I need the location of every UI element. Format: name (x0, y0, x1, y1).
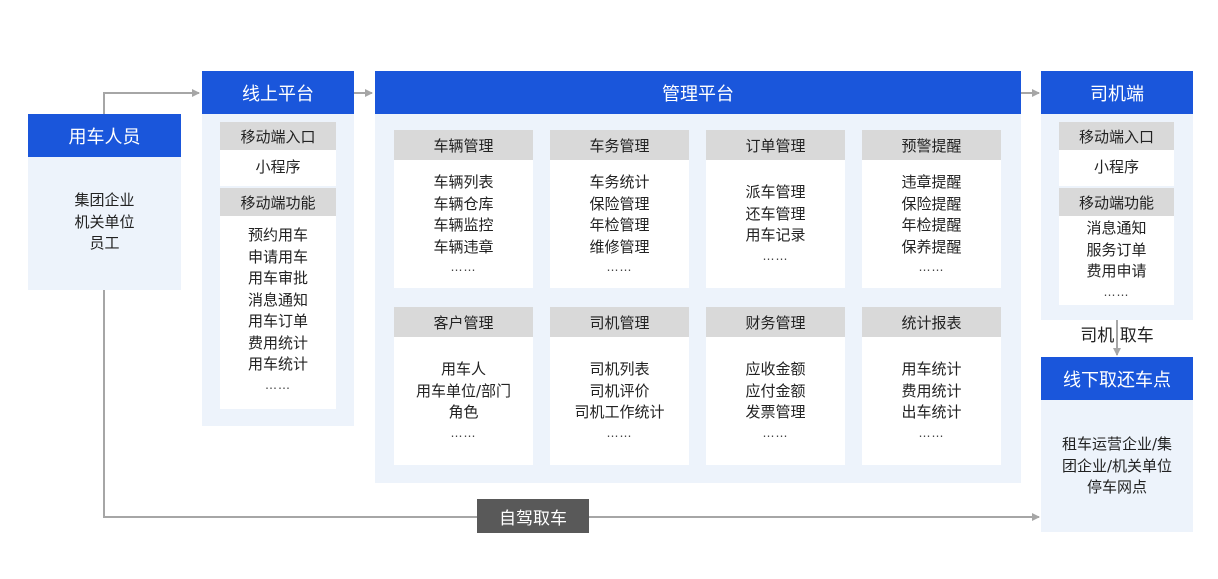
module-item[interactable]: 车务统计 (589, 173, 650, 191)
module-item[interactable]: 出车统计 (901, 403, 962, 421)
user-line: 员工 (89, 234, 120, 252)
module-card: 车务管理 车务统计 保险管理 年检管理 维修管理 …… (550, 130, 689, 288)
module-items: 用车统计 费用统计 出车统计 …… (862, 337, 1001, 442)
online-title: 线上平台 (202, 71, 354, 114)
module-item[interactable]: 年检管理 (589, 216, 650, 234)
pickup-label: 司机 取车 (1080, 326, 1154, 346)
module-items: 车务统计 保险管理 年检管理 维修管理 …… (550, 160, 689, 276)
module-items: 用车人 用车单位/部门 角色 …… (394, 337, 533, 442)
module-card: 司机管理 司机列表 司机评价 司机工作统计 …… (550, 307, 689, 465)
module-title: 预警提醒 (862, 130, 1001, 160)
arrow-user-to-online (103, 89, 200, 114)
module-title: 财务管理 (706, 307, 845, 337)
module-item[interactable]: 应付金额 (745, 381, 806, 400)
driver-func-header: 移动端功能 (1059, 188, 1174, 216)
module-card: 统计报表 用车统计 费用统计 出车统计 …… (862, 307, 1001, 465)
module-item[interactable]: 派车管理 (745, 183, 806, 201)
online-func-card: 预约用车 申请用车 用车审批 消息通知 用车订单 费用统计 用车统计 …… (220, 216, 336, 409)
module-more: …… (450, 425, 477, 440)
module-more: …… (762, 425, 789, 440)
online-func-item[interactable]: 申请用车 (247, 247, 308, 266)
driver-entry-header: 移动端入口 (1059, 122, 1174, 150)
offline-desc: 租车运营企业/集 团企业/机关单位 停车网点 (1041, 434, 1193, 499)
module-item[interactable]: 发票管理 (745, 403, 806, 421)
module-card: 车辆管理 车辆列表 车辆仓库 车辆监控 车辆违章 …… (394, 130, 533, 288)
driver-func-item[interactable]: 消息通知 (1086, 219, 1147, 237)
mgmt-title: 管理平台 (375, 71, 1021, 114)
user-line: 集团企业 (74, 191, 135, 209)
online-func-item[interactable]: 用车审批 (247, 269, 308, 287)
module-item[interactable]: 保养提醒 (901, 237, 962, 256)
module-card: 客户管理 用车人 用车单位/部门 角色 …… (394, 307, 533, 465)
module-title: 统计报表 (862, 307, 1001, 337)
driver-entry-card: 小程序 (1059, 150, 1174, 186)
driver-func-item[interactable]: 费用申请 (1086, 262, 1147, 280)
driver-entry-item[interactable]: 小程序 (1093, 158, 1139, 177)
module-item[interactable]: 用车统计 (901, 360, 962, 378)
module-card: 预警提醒 违章提醒 保险提醒 年检提醒 保养提醒 …… (862, 130, 1001, 288)
module-items: 车辆列表 车辆仓库 车辆监控 车辆违章 …… (394, 160, 533, 276)
module-more: …… (762, 248, 789, 263)
offline-line: 团企业/机关单位 (1061, 456, 1173, 475)
module-item[interactable]: 用车单位/部门 (415, 381, 512, 400)
module-item[interactable]: 应收金额 (745, 360, 806, 378)
module-item[interactable]: 司机评价 (589, 381, 650, 400)
module-more: …… (918, 260, 945, 274)
module-more: …… (606, 425, 633, 440)
user-line: 机关单位 (74, 212, 135, 231)
offline-line: 停车网点 (1086, 478, 1147, 496)
module-items: 司机列表 司机评价 司机工作统计 …… (550, 337, 689, 442)
module-item[interactable]: 车辆仓库 (433, 194, 494, 213)
arrow-self-drive (103, 290, 1040, 521)
module-item[interactable]: 车辆列表 (433, 173, 494, 191)
user-desc: 集团企业 机关单位 员工 (28, 190, 181, 255)
module-item[interactable]: 保险管理 (589, 194, 650, 213)
module-item[interactable]: 用车人 (440, 360, 486, 378)
driver-title: 司机端 (1041, 71, 1193, 114)
module-more: …… (606, 260, 633, 274)
online-func-item[interactable]: 用车统计 (247, 355, 308, 373)
module-item[interactable]: 违章提醒 (901, 173, 962, 191)
module-item[interactable]: 车辆监控 (433, 216, 494, 234)
module-more: …… (918, 425, 945, 440)
offline-title: 线下取还车点 (1041, 357, 1193, 400)
module-title: 司机管理 (550, 307, 689, 337)
online-entry-item[interactable]: 小程序 (255, 158, 301, 177)
module-title: 车辆管理 (394, 130, 533, 160)
module-card: 订单管理 派车管理 还车管理 用车记录 …… (706, 130, 845, 288)
module-items: 应收金额 应付金额 发票管理 …… (706, 337, 845, 442)
online-func-item[interactable]: 用车订单 (247, 312, 308, 330)
driver-func-more: …… (1103, 284, 1130, 299)
module-items: 违章提醒 保险提醒 年检提醒 保养提醒 …… (862, 160, 1001, 276)
module-item[interactable]: 司机工作统计 (574, 403, 665, 421)
online-entry-header: 移动端入口 (220, 122, 336, 150)
online-func-item[interactable]: 消息通知 (247, 290, 308, 309)
online-func-item[interactable]: 费用统计 (247, 333, 308, 352)
online-func-more: …… (265, 377, 291, 392)
module-item[interactable]: 用车记录 (745, 226, 806, 244)
module-title: 订单管理 (706, 130, 845, 160)
module-item[interactable]: 还车管理 (745, 204, 806, 223)
module-more: …… (450, 260, 477, 274)
module-items: 派车管理 还车管理 用车记录 …… (706, 160, 845, 265)
module-item[interactable]: 维修管理 (589, 237, 650, 256)
module-title: 车务管理 (550, 130, 689, 160)
module-item[interactable]: 费用统计 (901, 381, 962, 400)
online-func-header: 移动端功能 (220, 188, 336, 216)
driver-func-item[interactable]: 服务订单 (1086, 240, 1147, 259)
module-item[interactable]: 保险提醒 (901, 194, 962, 213)
module-title: 客户管理 (394, 307, 533, 337)
module-item[interactable]: 年检提醒 (901, 216, 962, 234)
module-item[interactable]: 角色 (448, 403, 479, 421)
driver-func-card: 消息通知 服务订单 费用申请 …… (1059, 216, 1174, 305)
offline-line: 租车运营企业/集 (1061, 435, 1173, 453)
self-drive-label: 自驾取车 (477, 499, 589, 533)
online-entry-card: 小程序 (220, 150, 336, 186)
online-func-item[interactable]: 预约用车 (247, 226, 308, 244)
module-item[interactable]: 司机列表 (589, 360, 650, 378)
module-card: 财务管理 应收金额 应付金额 发票管理 …… (706, 307, 845, 465)
module-item[interactable]: 车辆违章 (433, 237, 494, 256)
user-title: 用车人员 (28, 114, 181, 157)
